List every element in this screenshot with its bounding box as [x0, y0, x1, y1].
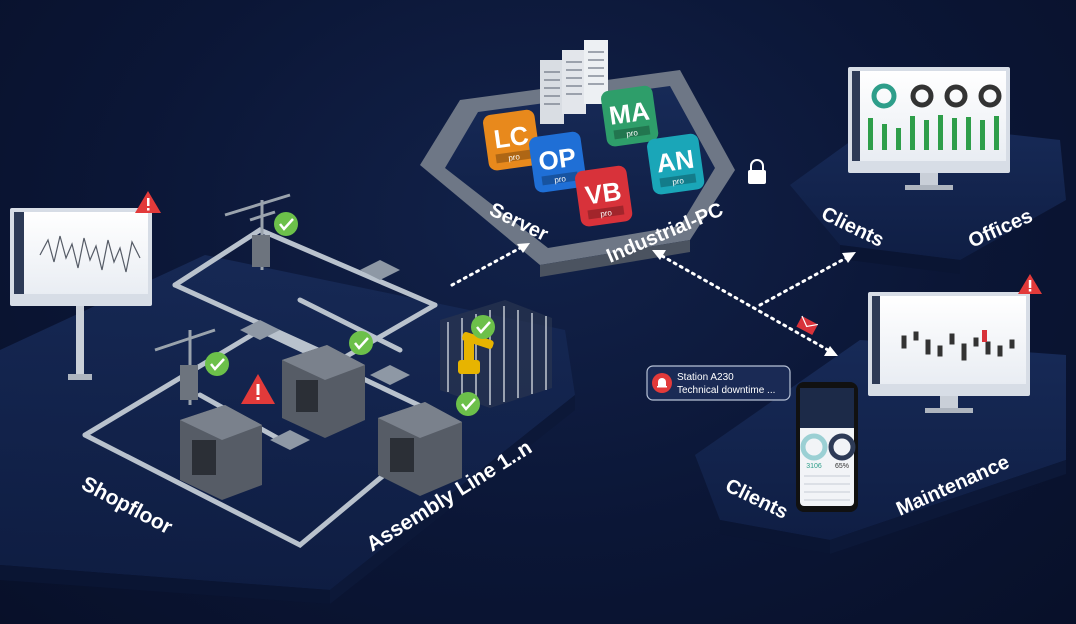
mail-alert-icon: [796, 315, 818, 336]
robot-cell: [440, 300, 552, 408]
svg-text:MA: MA: [607, 95, 651, 130]
warning-icon: [135, 191, 161, 213]
check-icon: [274, 212, 298, 236]
lock-icon: [748, 159, 766, 184]
svg-text:pro: pro: [600, 208, 613, 219]
gantry-1: [224, 193, 291, 270]
phone-value-left: 3106: [806, 463, 822, 470]
svg-text:pro: pro: [508, 152, 521, 163]
notification-title: Station A230: [677, 372, 734, 383]
check-icon: [205, 352, 229, 376]
shopfloor-monitor: [10, 208, 152, 380]
svg-text:pro: pro: [626, 128, 639, 139]
phone-value-right: 65%: [835, 463, 849, 470]
conveyor-nodes: [240, 260, 410, 450]
svg-text:AN: AN: [655, 144, 696, 179]
warning-icon: [241, 374, 275, 404]
svg-text:LC: LC: [492, 120, 531, 155]
module-lc: LC pro: [483, 109, 541, 171]
offices-monitor: [848, 67, 1010, 190]
connection-shopfloor-server: [450, 243, 530, 287]
svg-text:OP: OP: [537, 142, 578, 177]
warning-icon: [1018, 274, 1042, 294]
svg-text:pro: pro: [554, 174, 567, 185]
check-icon: [456, 392, 480, 416]
module-ma: MA pro: [601, 85, 659, 147]
notification-popup[interactable]: Station A230 Technical downtime ...: [646, 365, 791, 401]
connection-server-maintenance: [652, 250, 838, 356]
shopfloor-monitor-trend-line: [39, 235, 141, 273]
svg-text:VB: VB: [583, 176, 623, 211]
machine-station-1: [180, 405, 262, 500]
check-icon: [471, 315, 495, 339]
connection-server-offices: [758, 252, 856, 307]
notification-message: Technical downtime ...: [677, 385, 775, 396]
machine-station-3: [378, 402, 462, 496]
server-rack: [540, 40, 608, 124]
maintenance-monitor: [868, 292, 1030, 413]
check-icon: [349, 331, 373, 355]
gantry-2: [154, 328, 216, 405]
module-an: AN pro: [647, 133, 705, 195]
robot-arm: [458, 332, 494, 374]
shopfloor-platform: [0, 255, 575, 604]
module-vb: VB pro: [575, 165, 633, 227]
svg-text:pro: pro: [672, 176, 685, 187]
bell-icon: [652, 373, 672, 393]
module-op: OP pro: [529, 131, 587, 193]
mobile-phone: 3106 65%: [796, 382, 858, 512]
machine-station-2: [282, 345, 365, 438]
